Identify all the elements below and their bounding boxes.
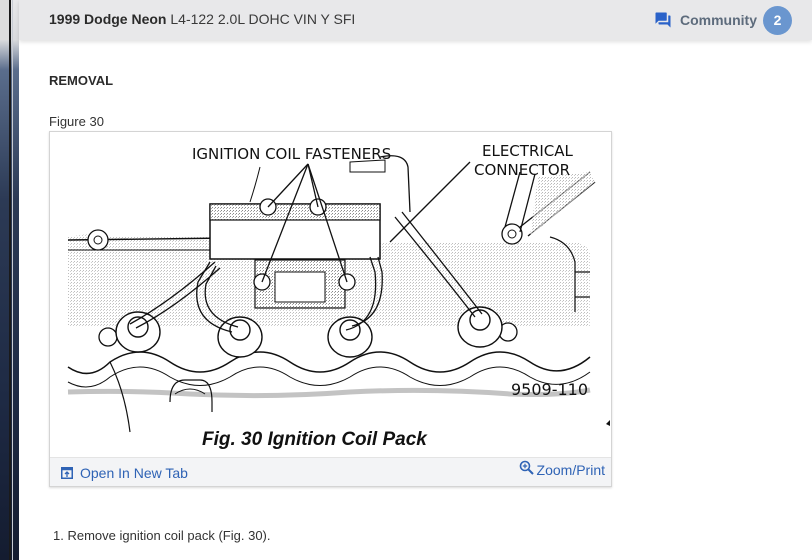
community-label: Community [680, 12, 757, 28]
open-in-new-tab-icon [61, 467, 73, 479]
figure-label: Figure 30 [49, 114, 104, 129]
open-in-new-tab-link[interactable]: Open In New Tab [61, 465, 188, 481]
zoom-print-link[interactable]: Zoom/Print [519, 460, 605, 478]
zoom-print-label: Zoom/Print [536, 462, 605, 478]
section-title: REMOVAL [49, 73, 114, 88]
figure-card: IGNITION COIL FASTENERS ELECTRICAL CONNE… [49, 131, 612, 487]
vehicle-title-model: 1999 Dodge Neon [49, 11, 167, 27]
document-header: 1999 Dodge Neon L4-122 2.0L DOHC VIN Y S… [19, 0, 812, 40]
open-in-new-tab-label: Open In New Tab [80, 465, 188, 481]
vehicle-title-engine: L4-122 2.0L DOHC VIN Y SFI [166, 11, 356, 27]
vehicle-title: 1999 Dodge Neon L4-122 2.0L DOHC VIN Y S… [49, 11, 355, 27]
callout-fasteners: IGNITION COIL FASTENERS [192, 145, 391, 163]
window-border-highlight [12, 0, 13, 560]
document-page: 1999 Dodge Neon L4-122 2.0L DOHC VIN Y S… [19, 0, 812, 560]
community-button[interactable]: Community 2 [654, 5, 792, 35]
figure-footer: Open In New Tab Zoom/Print [50, 457, 611, 486]
callout-connector-line1: ELECTRICAL [482, 142, 574, 160]
window-edge-top [0, 0, 9, 40]
part-number: 9509-110 [511, 380, 588, 399]
figure-caption: Fig. 30 Ignition Coil Pack [202, 429, 428, 450]
callout-connector-line2: CONNECTOR [474, 161, 570, 179]
window-border [9, 0, 11, 560]
zoom-in-icon [519, 460, 534, 475]
community-count-badge: 2 [763, 5, 792, 35]
ignition-coil-diagram[interactable]: IGNITION COIL FASTENERS ELECTRICAL CONNE… [50, 132, 611, 455]
forum-icon [655, 12, 671, 28]
procedure-step: 1. Remove ignition coil pack (Fig. 30). [53, 528, 271, 543]
diagram-drawing: IGNITION COIL FASTENERS ELECTRICAL CONNE… [67, 142, 610, 450]
window-edge [0, 0, 19, 560]
